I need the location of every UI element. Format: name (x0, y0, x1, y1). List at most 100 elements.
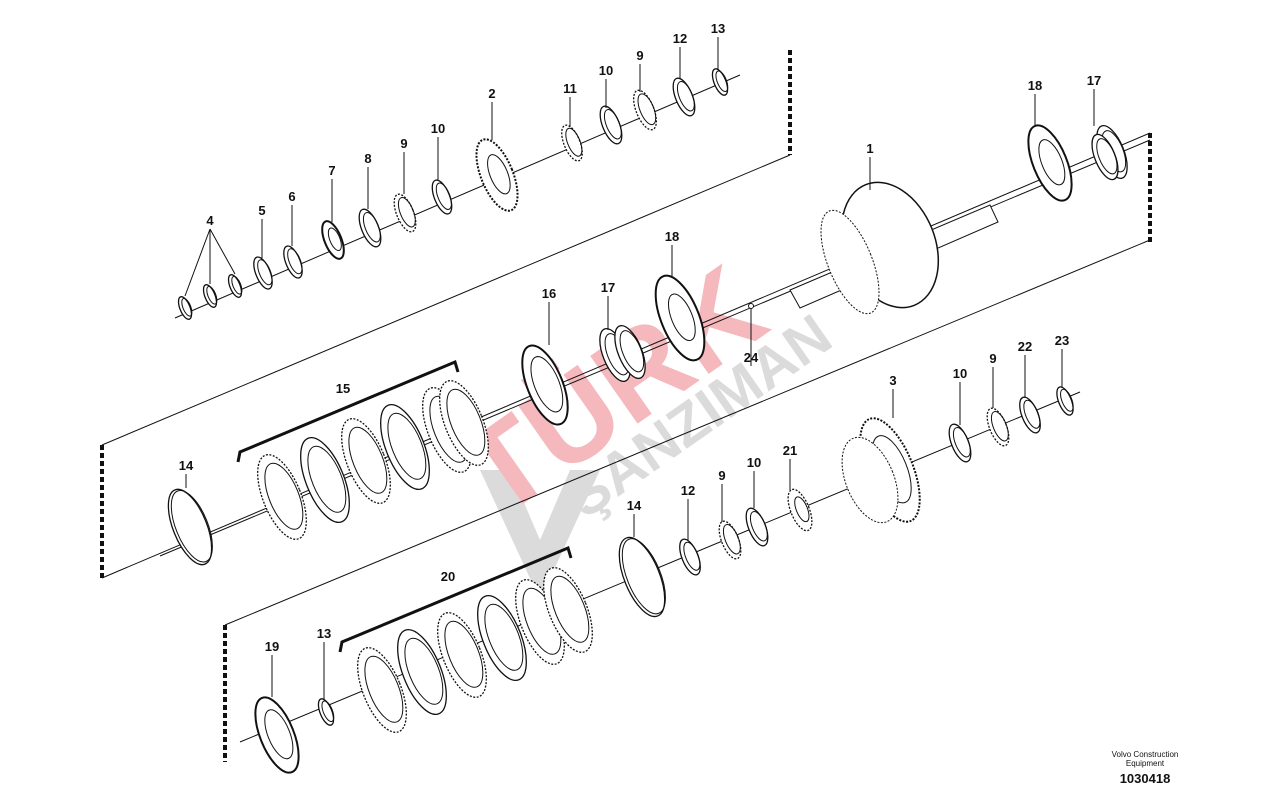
part-22-outer (167, 488, 213, 566)
callout-p5: 5 (258, 203, 266, 258)
part-33 (1056, 386, 1074, 416)
group-bracket-20 (338, 545, 573, 653)
part-17 (1091, 133, 1119, 181)
part-23-inner (264, 462, 304, 530)
part-3-inner (257, 259, 273, 286)
part-number-label: 11 (563, 81, 577, 96)
part-15-outer (1027, 124, 1073, 202)
part-26-outer (380, 404, 430, 490)
callout-p22: 22 (1018, 339, 1032, 398)
part-5 (321, 220, 345, 260)
part-14-inner (715, 70, 729, 93)
callout-p9c: 9 (989, 351, 997, 408)
part-2 (227, 274, 243, 298)
part-19-outer (521, 344, 569, 426)
part-31 (986, 407, 1010, 447)
part-46-inner (550, 575, 590, 643)
callout-p10b: 10 (599, 63, 613, 108)
callout-p20: 20 (441, 569, 455, 584)
part-15-inner (1038, 139, 1066, 186)
part-28 (439, 380, 489, 466)
part-5-outer (321, 220, 345, 260)
callout-p12b: 12 (681, 483, 695, 540)
watermark-chevron (480, 470, 600, 600)
part-2-inner (231, 275, 243, 295)
part-38-outer (787, 488, 813, 532)
callout-p1: 1 (866, 141, 874, 190)
part-number-label: 6 (288, 189, 295, 204)
callout-p2: 2 (488, 86, 496, 140)
part-number-label: 12 (673, 31, 687, 46)
callout-p9d: 9 (718, 468, 726, 522)
part-number-label: 19 (265, 639, 279, 654)
axis-line (101, 154, 791, 446)
part-number-label: 9 (400, 136, 407, 151)
part-13-outer (672, 77, 696, 117)
part-21-inner (619, 330, 645, 373)
callout-p17a: 17 (1087, 73, 1101, 126)
part-number-label: 17 (601, 280, 615, 295)
part-number-label: 10 (599, 63, 613, 78)
part-12 (633, 89, 657, 131)
part-34 (618, 536, 666, 618)
leader-line (184, 228, 211, 297)
part-42 (397, 629, 447, 715)
callout-p23: 23 (1055, 333, 1069, 388)
part-12-outer (633, 89, 657, 131)
part-38 (787, 488, 813, 532)
callout-p12a: 12 (673, 31, 687, 79)
part-17-inner (1096, 138, 1118, 175)
part-number-label: 3 (889, 373, 896, 388)
callout-p15: 15 (336, 381, 350, 396)
callout-p16: 16 (542, 286, 556, 345)
part-11 (599, 105, 623, 145)
part-42-inner (404, 637, 444, 705)
part-number-label: 2 (488, 86, 495, 101)
callout-p7: 7 (328, 163, 336, 222)
part-number-label: 15 (336, 381, 350, 396)
part-number-label: 22 (1018, 339, 1032, 354)
callout-p19: 19 (265, 639, 279, 697)
part-39-inner (264, 709, 294, 760)
part-21-outer (614, 325, 646, 379)
part-32 (1019, 396, 1041, 434)
part-28-inner (446, 388, 486, 456)
callout-p9b: 9 (636, 48, 644, 92)
part-41 (357, 647, 407, 733)
shaft-part-1 (789, 181, 999, 524)
part-42-outer (397, 629, 447, 715)
part-0-inner (181, 297, 193, 317)
part-46 (543, 567, 593, 653)
part-44-inner (484, 603, 524, 671)
gear-hub-part-3 (841, 436, 899, 524)
part-number-label: 14 (179, 458, 194, 473)
part-number-label: 9 (989, 351, 996, 366)
part-36 (718, 520, 742, 560)
part-46-outer (543, 567, 593, 653)
part-9-inner (487, 154, 511, 195)
part-24-marker (748, 303, 754, 309)
part-33-inner (1060, 388, 1074, 412)
part-25 (341, 418, 391, 504)
callout-p9a: 9 (400, 136, 408, 194)
axis-line (159, 139, 1151, 557)
part-number-label: 10 (953, 366, 967, 381)
part-24 (300, 437, 350, 523)
part-35-inner (683, 541, 701, 571)
callout-p14a: 14 (179, 458, 194, 488)
part-44 (477, 595, 527, 681)
part-40-inner (321, 700, 335, 723)
axis-line (224, 239, 1151, 626)
leader-line (209, 228, 236, 275)
part-10-inner (565, 127, 583, 157)
part-18 (654, 274, 706, 362)
part-32-outer (1019, 396, 1041, 434)
callout-p24: 24 (744, 308, 759, 366)
callout-p18a: 18 (1028, 78, 1042, 126)
part-34-outer (618, 536, 666, 618)
part-1 (202, 284, 218, 308)
part-7 (393, 193, 417, 233)
part-11-outer (599, 105, 623, 145)
part-number-label: 4 (206, 213, 214, 228)
part-number-label: 1 (866, 141, 873, 156)
